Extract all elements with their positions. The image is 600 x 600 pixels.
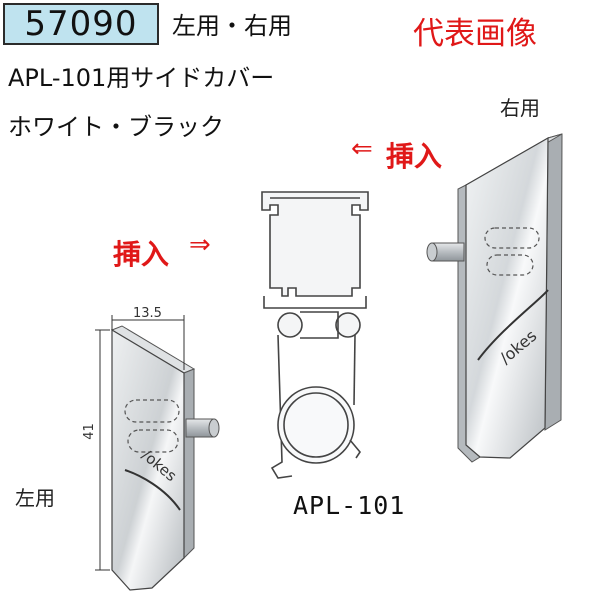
left-pin [185, 418, 220, 438]
model-label: APL-101 [293, 491, 406, 520]
arrow-left-icon: ⇐ [351, 134, 373, 164]
product-colors: ホワイト・ブラック [8, 113, 224, 141]
left-use-label: 左用 [15, 486, 55, 510]
representative-image-label: 代表画像 [413, 16, 537, 52]
right-pin [426, 242, 465, 262]
dimension-lines [95, 315, 185, 571]
height-dimension: 41 [81, 423, 97, 440]
left-side-cover: /okes [95, 315, 220, 591]
product-name: APL-101用サイドカバー [8, 64, 275, 92]
arrow-right-icon: ⇒ [189, 230, 211, 260]
insert-label-right: 挿入 [386, 140, 443, 173]
width-dimension: 13.5 [133, 306, 162, 321]
product-code-badge: 57090 [3, 3, 159, 45]
product-code: 57090 [24, 4, 138, 44]
right-use-label: 右用 [500, 96, 540, 120]
right-side-cover: /okes [426, 133, 563, 463]
apl-101-profile [261, 191, 369, 479]
insert-label-left: 挿入 [113, 238, 170, 271]
sides-text: 左用・右用 [172, 12, 292, 40]
